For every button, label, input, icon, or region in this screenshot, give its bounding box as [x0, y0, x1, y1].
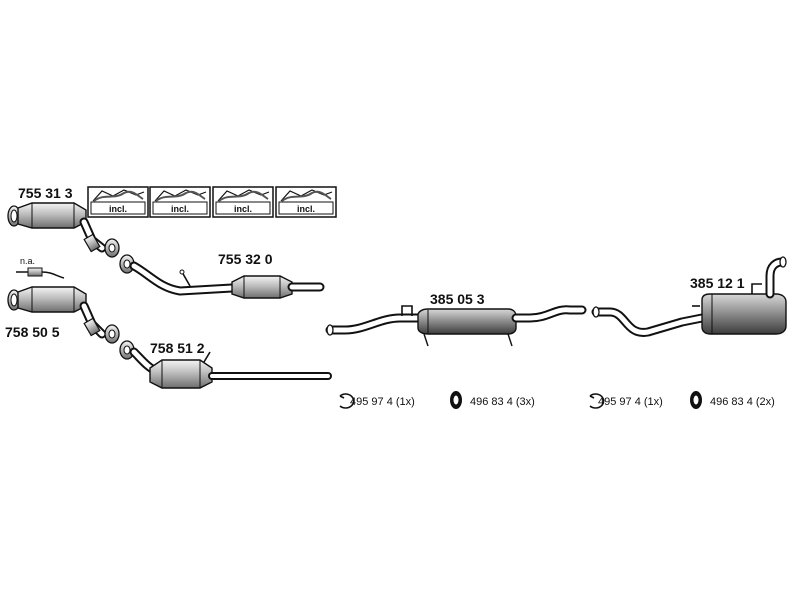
front-pipe-upper: 755 32 0	[119, 251, 325, 299]
part-number-cat-upper: 755 31 3	[18, 185, 73, 201]
mounting-kit-box: incl.	[87, 186, 149, 218]
accessory-item: 495 97 4 (1x)	[339, 393, 415, 409]
rubber-hanger-icon	[450, 391, 462, 409]
rubber-hanger-icon	[690, 391, 702, 409]
kit-label: incl.	[109, 204, 127, 214]
accessory-code: 496 83 4 (2x)	[710, 396, 775, 408]
kit-label: incl.	[171, 204, 189, 214]
mounting-kit-box: incl.	[149, 186, 211, 218]
part-number-front-pipe-lower: 758 51 2	[150, 340, 205, 356]
part-number-cat-lower: 758 50 5	[5, 324, 60, 340]
lambda-sensor-icon	[16, 267, 65, 279]
accessory-code: 496 83 4 (3x)	[470, 396, 535, 408]
catalytic-converter-lower: n.a. 758 50 5	[5, 256, 120, 344]
mounting-kit-box: incl.	[275, 186, 337, 218]
mounting-kit-group: incl. incl. incl. incl.	[87, 186, 337, 218]
part-number-middle-silencer: 385 05 3	[430, 291, 485, 307]
middle-silencer: 385 05 3	[325, 291, 587, 347]
rear-silencer: 385 12 1	[591, 256, 787, 337]
clamp-ring-icon	[339, 393, 355, 409]
accessory-item: 496 83 4 (3x)	[450, 391, 535, 409]
catalytic-converter-upper: 755 31 3	[7, 185, 120, 258]
kit-label: incl.	[297, 204, 315, 214]
kit-label: incl.	[234, 204, 252, 214]
part-number-front-pipe-upper: 755 32 0	[218, 251, 273, 267]
sensor-note: n.a.	[20, 256, 35, 266]
accessory-item: 496 83 4 (2x)	[690, 391, 775, 409]
part-number-rear-silencer: 385 12 1	[690, 275, 745, 291]
accessory-code: 495 97 4 (1x)	[598, 396, 663, 408]
mounting-kit-box: incl.	[212, 186, 274, 218]
accessory-item: 495 97 4 (1x)	[589, 393, 663, 409]
clamp-ring-icon	[589, 393, 605, 409]
accessory-legend: 495 97 4 (1x) 496 83 4 (3x) 495 97 4 (1x…	[339, 391, 775, 409]
accessory-code: 495 97 4 (1x)	[350, 396, 415, 408]
front-pipe-lower: 758 51 2	[119, 340, 332, 389]
